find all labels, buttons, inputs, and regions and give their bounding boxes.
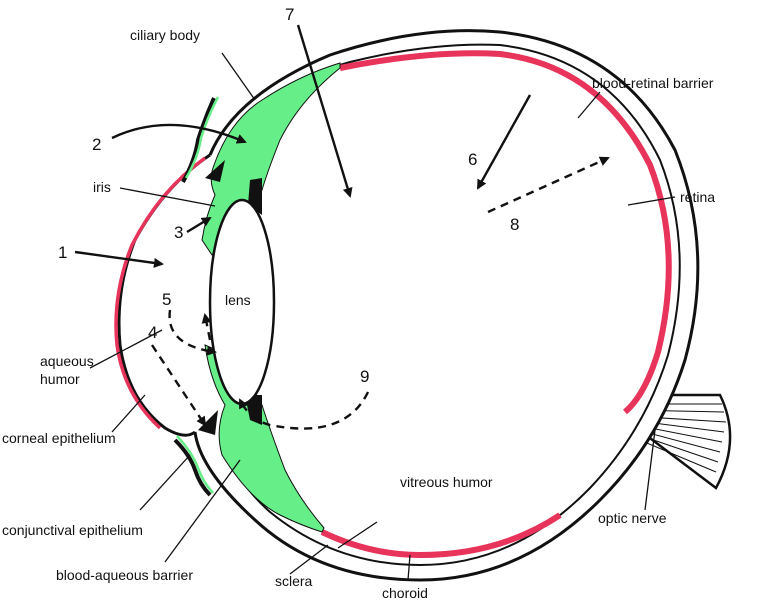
route-number-6: 6 bbox=[468, 150, 477, 169]
route-4-arrow bbox=[150, 344, 207, 427]
retina-band-lower bbox=[320, 512, 562, 559]
label-humor: humor bbox=[40, 371, 80, 387]
label-lens: lens bbox=[225, 292, 251, 308]
choroid-layer bbox=[237, 43, 681, 567]
label-ciliary-body: ciliary body bbox=[130, 27, 200, 43]
route-number-7: 7 bbox=[285, 5, 294, 24]
route-8-arrow bbox=[487, 156, 610, 214]
route-5-arrow-a bbox=[168, 309, 217, 356]
route-number-2: 2 bbox=[92, 135, 101, 154]
label-choroid: choroid bbox=[382, 585, 428, 601]
route-number-4: 4 bbox=[148, 323, 157, 342]
label-aqueous: aqueous bbox=[40, 353, 94, 369]
label-retina: retina bbox=[680, 189, 715, 205]
route-1-arrow bbox=[74, 250, 164, 268]
iris-root-top bbox=[205, 160, 225, 182]
route-7-arrow bbox=[296, 24, 353, 198]
route-number-9: 9 bbox=[360, 367, 369, 386]
label-iris: iris bbox=[93, 179, 111, 195]
route-6-arrow bbox=[476, 94, 532, 190]
iris-root-bottom bbox=[198, 410, 218, 435]
route-number-3: 3 bbox=[174, 223, 183, 242]
route-5-arrow-b bbox=[201, 313, 212, 341]
sclera-outer bbox=[193, 29, 700, 582]
label-conjunctival-epithelium: conjunctival epithelium bbox=[2, 522, 143, 538]
label-corneal-epithelium: corneal epithelium bbox=[2, 430, 116, 446]
label-vitreous-humor: vitreous humor bbox=[400, 474, 493, 490]
label-blood-aqueous-barrier: blood-aqueous barrier bbox=[56, 567, 193, 583]
route-number-5: 5 bbox=[162, 290, 171, 309]
route-9-arrow bbox=[238, 391, 370, 430]
label-optic-nerve: optic nerve bbox=[598, 510, 667, 526]
corneal-epithelium-band bbox=[114, 156, 207, 430]
label-blood-retinal-barrier: blood-retinal barrier bbox=[592, 75, 714, 91]
route-3-arrow bbox=[186, 216, 212, 234]
route-2-arrow bbox=[111, 123, 247, 144]
blood-aqueous-leader bbox=[164, 459, 241, 563]
label-sclera: sclera bbox=[275, 573, 313, 589]
route-number-8: 8 bbox=[510, 215, 519, 234]
conjunctival-epithelium-bottom bbox=[173, 438, 212, 497]
route-number-1: 1 bbox=[58, 243, 67, 262]
retina-band bbox=[339, 50, 672, 415]
conjunctival-epithelium-top bbox=[181, 97, 216, 183]
